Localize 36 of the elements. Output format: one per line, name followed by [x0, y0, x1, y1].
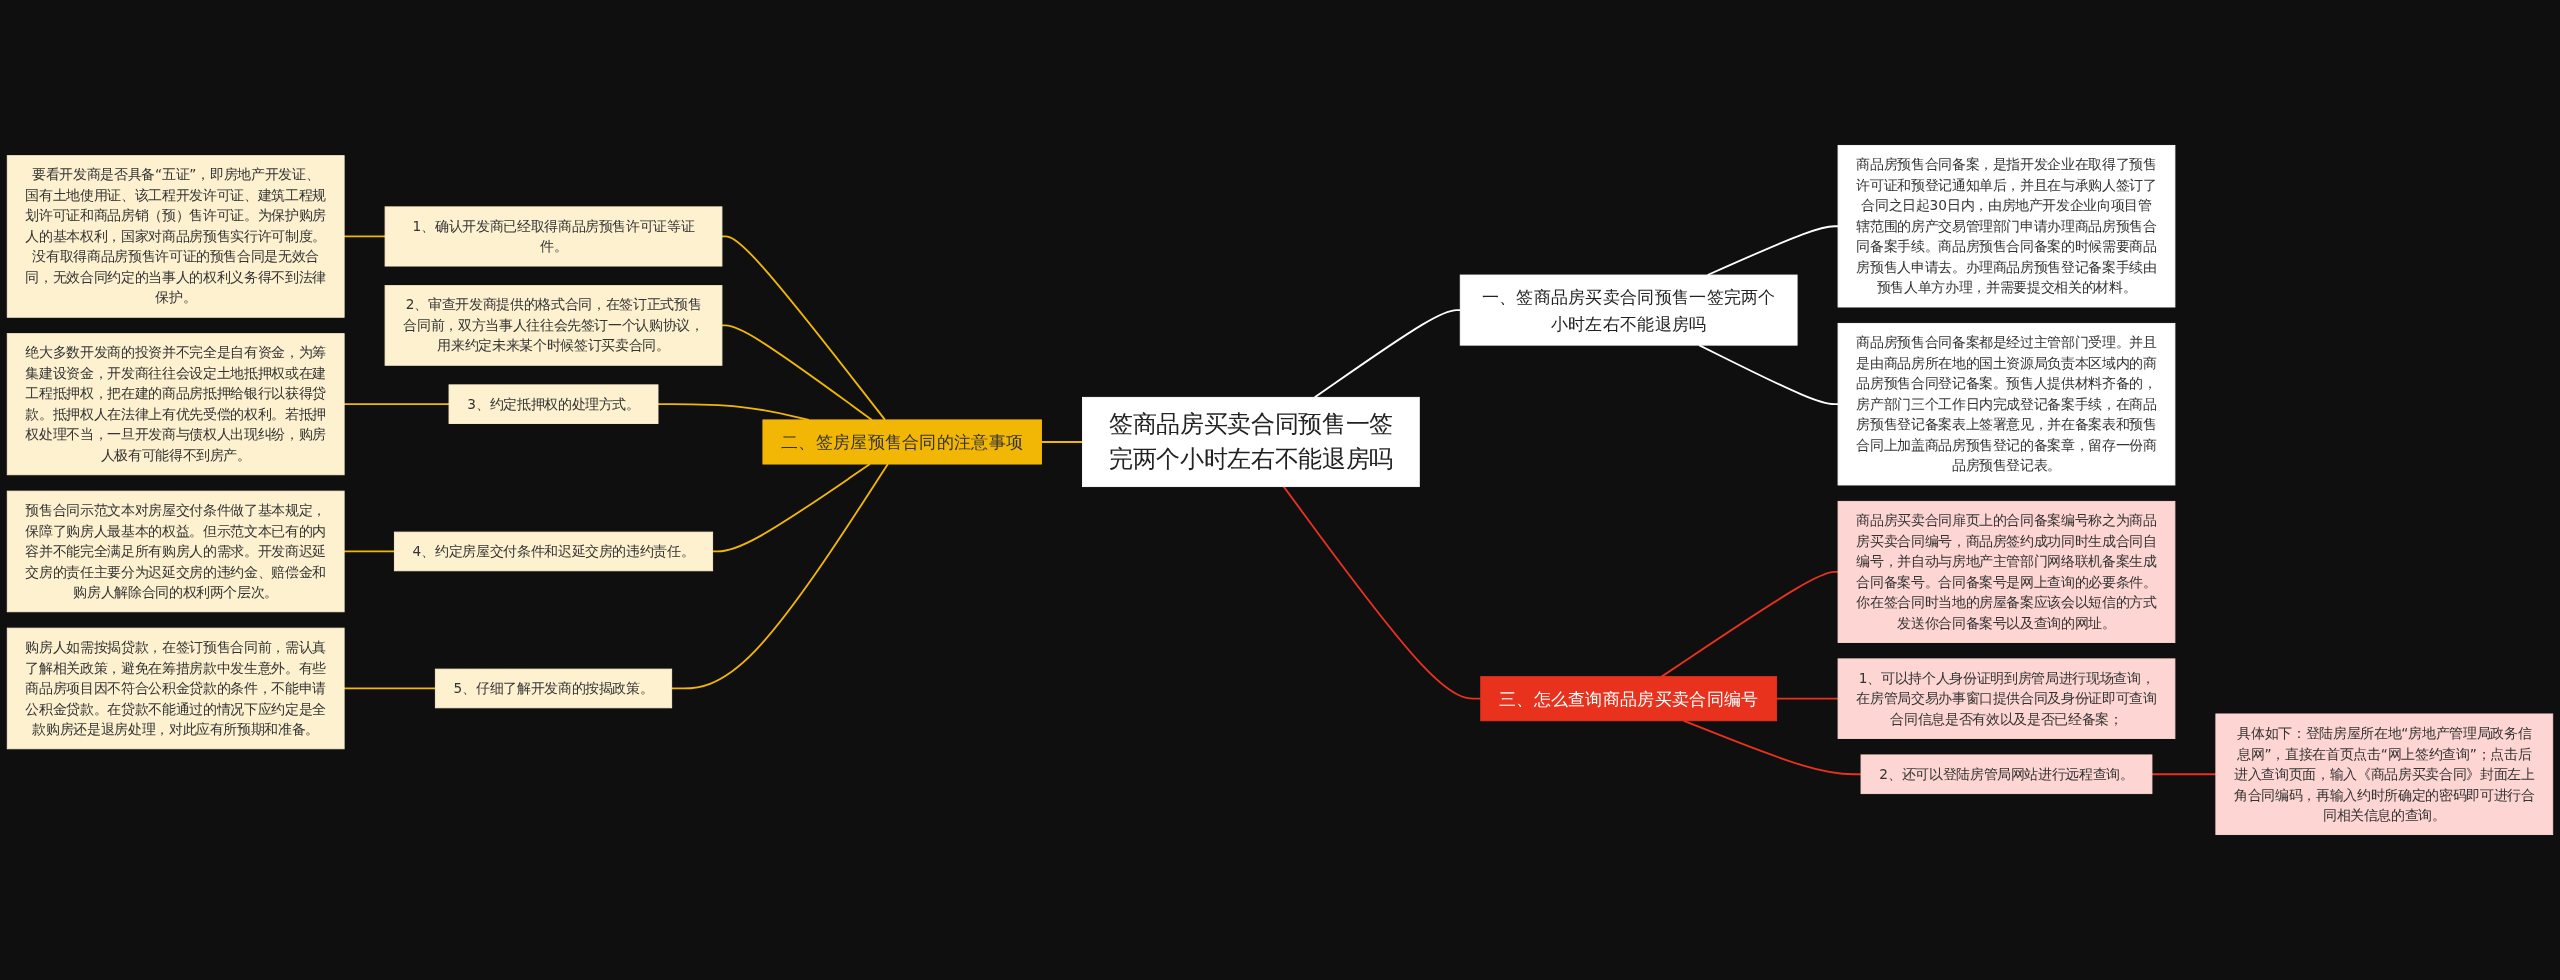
connector — [721, 324, 873, 421]
node-box: 绝大多数开发商的投资并不完全是自有资金，为筹集建设资金，开发商往往会设定土地抵押权或在建工程抵押权，把在建的商品房抵押给银行以获得贷款。抵押权人在法律上有优先受偿的权利。若抵押权处理不当，一旦开发商与债权人出现纠纷，购房人极有可能得不到房产。 — [6, 333, 345, 476]
connector — [1313, 309, 1462, 399]
connector — [711, 463, 871, 553]
node-box: 1、确认开发商已经取得商品房预售许可证等证件。 — [384, 206, 723, 267]
node-box: 3、约定抵押权的处理方式。 — [448, 384, 659, 424]
node-box: 1、可以持个人身份证明到房管局进行现场查询，在房管局交易办事窗口提供合同及身份证即可查询合同信息是否有效以及是否已经备案； — [1837, 658, 2176, 739]
connector — [343, 403, 450, 406]
node-box: 具体如下：登陆房屋所在地“房地产管理局政务信息网”，直接在首页点击“网上签约查询”；点击后进入查询页面，输入《商品房买卖合同》封面左上角合同编码，再输入约时所确定的密码即可进行合同相关信息的查询。 — [2215, 713, 2554, 836]
connector — [1706, 225, 1839, 276]
node-box: 签商品房买卖合同预售一签完两个小时左右不能退房吗 — [1082, 396, 1420, 488]
node-box: 商品房买卖合同扉页上的合同备案编号称之为商品房买卖合同编号，商品房签约成功同时生成合同自编号，并自动与房地产主管部门网络联机备案生成合同备案号。合同备案号是网上查询的必要条件。你在签合同时当地的房屋备案应该会以短信的方式发送你合同备案号以及查询的网址。 — [1837, 500, 2176, 643]
connector — [1682, 719, 1862, 776]
node-box: 预售合同示范文本对房屋交付条件做了基本规定，保障了购房人最基本的权益。但示范文本已有的内容并不能完全满足所有购房人的需求。开发商迟延交房的责任主要分为迟延交房的违约金、赔偿金和购房人解除合同的权利两个层次。 — [6, 490, 345, 613]
connector — [1282, 485, 1482, 700]
node-box: 商品房预售合同备案，是指开发企业在取得了预售许可证和预登记通知单后，并且在与承购人签订了合同之日起30日内，由房地产开发企业向项目管辖范围的房产交易管理部门申请办理商品房预售合同备案手续。商品房预售合同备案的时候需要商品房预售人申请去。办理商品房预售登记备案手续由预售人单方办理，并需要提交相关的材料。 — [1837, 144, 2176, 308]
connector — [670, 463, 889, 690]
node-box: 要看开发商是否具备“五证”，即房地产开发证、国有土地使用证、该工程开发许可证、建筑工程规划许可证和商品房销（预）售许可证。为保护购房人的基本权利，国家对商品房预售实行许可制度。没有取得商品房预售许可证的预售合同是无效合同，无效合同约定的当事人的权利义务得不到法律保护。 — [6, 155, 345, 318]
connector — [2151, 773, 2217, 776]
node-box: 二、签房屋预售合同的注意事项 — [762, 419, 1042, 465]
connector — [1698, 344, 1839, 406]
connector — [1660, 571, 1839, 678]
node-box: 2、审查开发商提供的格式合同，在签订正式预售合同前，双方当事人往往会先签订一个认购协议，用来约定未来某个时候签订买卖合同。 — [384, 285, 723, 366]
connector — [343, 550, 396, 553]
node-box: 购房人如需按揭贷款，在签订预售合同前，需认真了解相关政策，避免在筹措房款中发生意外。有些商品房项目因不符合公积金贷款的条件，不能申请公积金贷款。在贷款不能通过的情况下应约定是全款购房还是退房处理，对此应有所预期和准备。 — [6, 627, 345, 750]
connector — [721, 235, 886, 421]
node-box: 三、怎么查询商品房买卖合同编号 — [1480, 676, 1778, 722]
node-box: 5、仔细了解开发商的按揭政策。 — [434, 668, 673, 709]
node-box: 商品房预售合同备案都是经过主管部门受理。并且是由商品房所在地的国土资源局负责本区域内的商品房预售合同登记备案。预售人提供材料齐备的，房产部门三个工作日内完成登记备案手续，在商品房预售登记备案表上签署意见，并在备案表和预售合同上加盖商品房预售登记的备案章，留存一份商品房预售登记表。 — [1837, 322, 2176, 486]
connector — [343, 687, 437, 690]
connector — [1040, 441, 1084, 443]
connector — [343, 235, 386, 238]
node-box: 2、还可以登陆房管局网站进行远程查询。 — [1860, 754, 2153, 795]
node-box: 4、约定房屋交付条件和迟延交房的违约责任。 — [393, 531, 714, 572]
connector — [1775, 697, 1839, 700]
node-box: 一、签商品房买卖合同预售一签完两个小时左右不能退房吗 — [1459, 274, 1798, 346]
